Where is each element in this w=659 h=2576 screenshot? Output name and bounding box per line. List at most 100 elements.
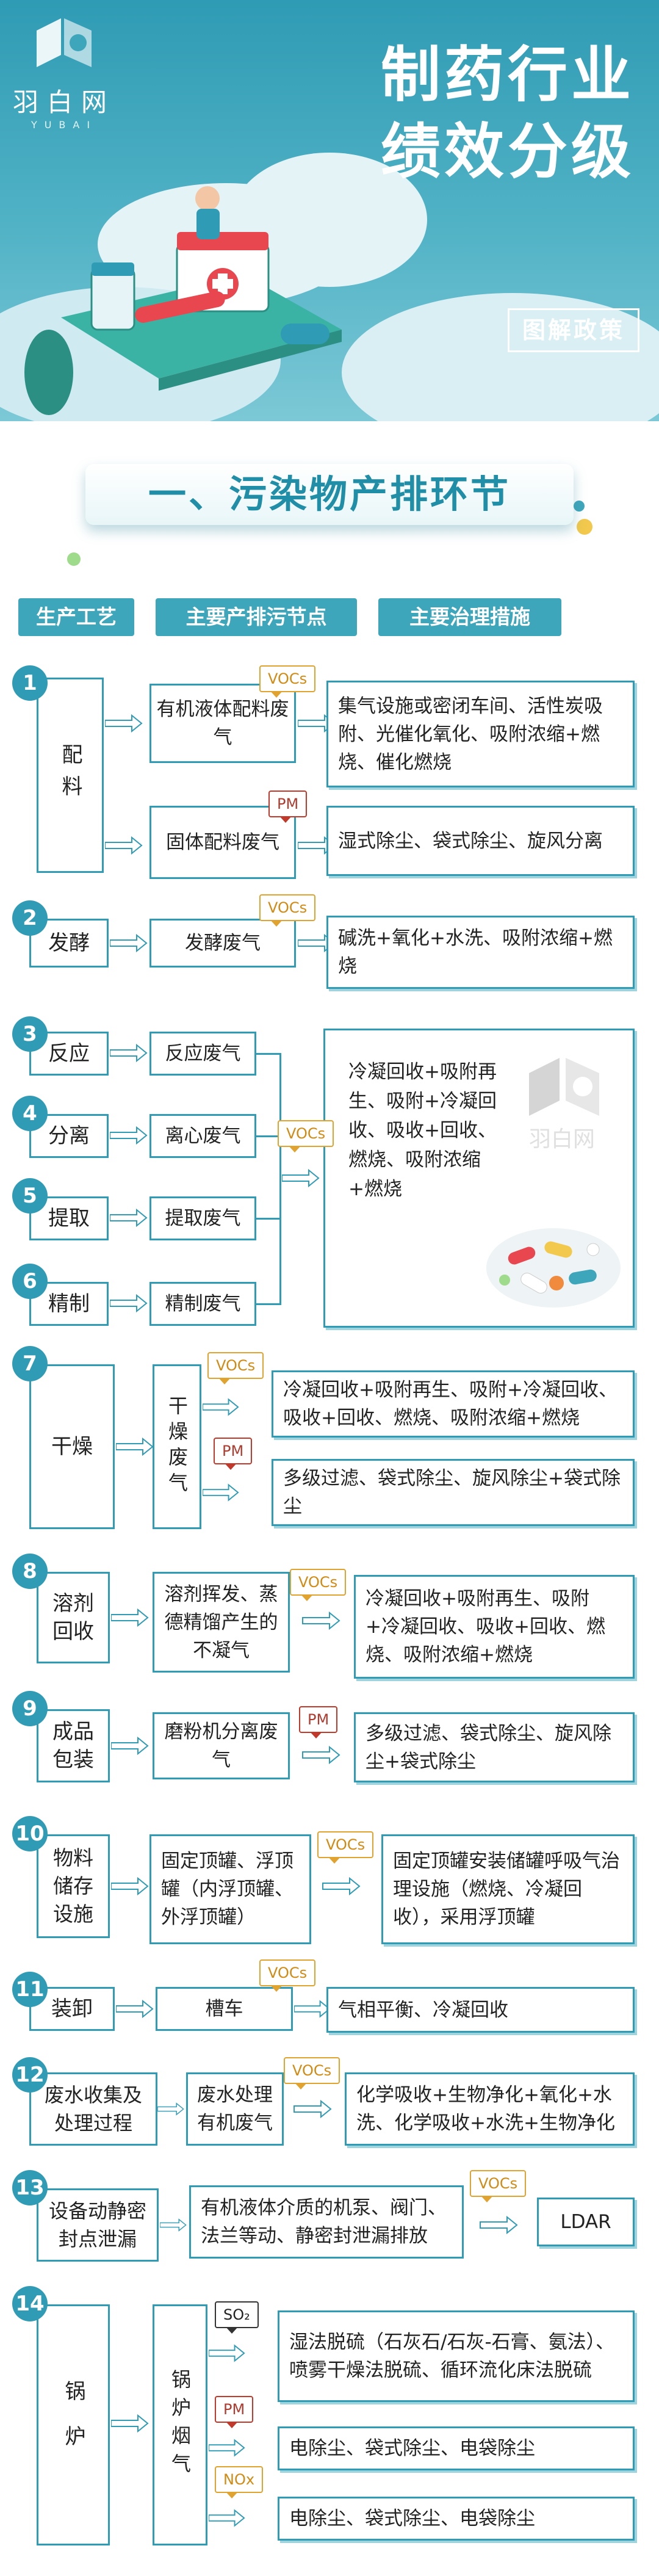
decor-dot — [577, 519, 592, 535]
row-number: 5 — [12, 1178, 48, 1214]
brand-logo: 羽白网 YUBAI — [12, 18, 116, 131]
row-number: 8 — [12, 1554, 48, 1589]
nox-tag: NOx — [215, 2466, 264, 2498]
node-seal-leak: 有机液体介质的机泵、阀门、法兰等动、静密封泄漏排放 — [189, 2185, 464, 2259]
measure-drying-vocs: 冷凝回收+吸附再生、吸附+冷凝回收、吸收+回收、燃烧、吸附浓缩+燃烧 — [272, 1370, 635, 1438]
arrow-right-icon — [302, 1746, 340, 1764]
arrow-right-icon — [105, 714, 143, 733]
row-number: 4 — [12, 1096, 48, 1131]
connector-line — [256, 1303, 281, 1305]
arrow-right-icon — [111, 1877, 149, 1895]
vocs-tag: VOCs — [259, 894, 316, 927]
arrow-right-icon — [110, 934, 148, 952]
measure-fermentation: 碱洗+氧化+水洗、吸附浓缩+燃烧 — [326, 916, 635, 989]
vocs-tag: VOCs — [259, 665, 316, 698]
node-wastewater: 废水处理有机废气 — [186, 2072, 284, 2146]
node-storage: 固定顶罐、浮顶罐（内浮顶罐、外浮顶罐） — [149, 1834, 311, 1944]
arrow-right-icon — [203, 1483, 239, 1502]
process-storage: 物料储存设施 — [37, 1834, 110, 1938]
vocs-tag: VOCs — [290, 1569, 347, 1601]
arrow-right-icon — [293, 2100, 332, 2118]
node-solvent-recovery: 溶剂挥发、蒸德精馏产生的不凝气 — [153, 1572, 290, 1673]
measure-solid-batching: 湿式除尘、袋式除尘、旋风分离 — [326, 806, 635, 876]
row-number: 11 — [12, 1972, 48, 2007]
arrow-right-icon — [157, 2102, 184, 2116]
process-drying: 干燥 — [29, 1364, 115, 1529]
measure-ldar: LDAR — [537, 2198, 635, 2246]
column-measure: 主要治理措施 — [378, 598, 561, 636]
pm-tag: PM — [299, 1706, 338, 1738]
brand-sub: YUBAI — [31, 119, 98, 131]
arrow-right-icon — [209, 2509, 245, 2527]
row-number: 1 — [12, 665, 48, 701]
measure-solvent-recovery: 冷凝回收+吸附再生、吸附+冷凝回收、吸收+回收、燃烧、吸附浓缩+燃烧 — [354, 1575, 635, 1679]
arrow-right-icon — [116, 2000, 154, 2018]
measure-boiler-so2: 湿法脱硫（石灰石/石灰-石膏、氨法）、喷雾干燥法脱硫、循环流化床法脱硫 — [278, 2310, 635, 2402]
connector-line — [256, 1053, 281, 1055]
row-number: 3 — [12, 1016, 48, 1052]
process-boiler: 锅炉 — [37, 2304, 110, 2545]
arrow-right-icon — [209, 2439, 245, 2457]
process-reaction: 反应 — [29, 1032, 109, 1076]
arrow-right-icon — [110, 1126, 148, 1145]
arrow-right-icon — [302, 1612, 340, 1630]
arrow-right-icon — [105, 836, 143, 855]
vocs-tag: VOCs — [207, 1352, 264, 1384]
svg-text:羽白网: 羽白网 — [529, 1127, 595, 1152]
process-seal-leak: 设备动静密封点泄漏 — [37, 2188, 159, 2262]
pm-tag: PM — [268, 791, 308, 823]
cloud-shape — [342, 293, 659, 421]
arrow-right-icon — [116, 1438, 154, 1456]
connector-line — [256, 1135, 281, 1137]
row-number: 2 — [12, 900, 48, 936]
connector-line — [279, 1053, 281, 1305]
process-batching: 配料 — [37, 678, 104, 873]
arrow-right-icon — [111, 2414, 149, 2433]
measure-storage: 固定顶罐安装储罐呼吸气治理设施（燃烧、冷凝回收），采用浮顶罐 — [381, 1834, 635, 1944]
arrow-right-icon — [111, 1608, 149, 1627]
row-number: 6 — [12, 1264, 48, 1299]
arrow-right-icon — [110, 1209, 148, 1227]
arrow-right-icon — [480, 2216, 518, 2234]
vocs-tag: VOCs — [470, 2170, 527, 2202]
vocs-tag: VOCs — [317, 1831, 374, 1864]
arrow-right-icon — [294, 2000, 331, 2018]
vocs-tag: VOCs — [284, 2057, 340, 2089]
page-title: 制药行业 绩效分级 — [381, 37, 635, 190]
title-line-2: 绩效分级 — [380, 117, 635, 187]
arrow-right-icon — [110, 1044, 148, 1062]
section-title: 一、污染物产排环节 — [85, 464, 574, 525]
title-line-1: 制药行业 — [380, 40, 635, 110]
decor-dot — [574, 501, 585, 512]
node-tanker: 槽车 — [156, 1987, 293, 2031]
node-boiler-flue: 锅炉烟气 — [153, 2304, 207, 2545]
node-fermentation: 发酵废气 — [149, 919, 296, 968]
node-solid-batching: 固体配料废气 — [149, 806, 296, 879]
process-solvent-recovery: 溶剂回收 — [37, 1572, 110, 1663]
pm-tag: PM — [215, 2396, 254, 2428]
measure-group-text: 冷凝回收+吸附再生、吸附+冷凝回收、吸收+回收、燃烧、吸附浓缩+燃烧 — [348, 1061, 497, 1200]
vocs-tag: VOCs — [259, 1959, 316, 1992]
column-process: 生产工艺 — [18, 598, 134, 636]
decor-dot — [67, 552, 81, 566]
pills-image-icon — [486, 1228, 621, 1308]
policy-tag: 图解政策 — [508, 308, 639, 352]
measure-drying-pm: 多级过滤、袋式除尘、旋风除尘+袋式除尘 — [272, 1459, 635, 1526]
watermark-logo-icon: 羽白网 — [529, 1058, 599, 1152]
brand-name: 羽白网 — [12, 87, 115, 117]
row-number: 14 — [12, 2286, 48, 2321]
pm-tag: PM — [214, 1438, 253, 1470]
row-number: 10 — [12, 1816, 48, 1851]
node-centrifuge: 离心废气 — [149, 1114, 256, 1158]
pharmacy-illustration — [24, 186, 342, 415]
arrow-right-icon — [203, 1398, 239, 1416]
row-number: 12 — [12, 2057, 48, 2093]
measure-organic-liquid: 集气设施或密闭车间、活性炭吸附、光催化氧化、吸附浓缩+燃烧、催化燃烧 — [326, 681, 635, 787]
node-drying: 干燥废气 — [153, 1364, 201, 1529]
measure-wastewater: 化学吸收+生物净化+氧化+水洗、化学吸收+水洗+生物净化 — [345, 2072, 635, 2146]
row-number: 9 — [12, 1691, 48, 1726]
measure-group-3-6: 冷凝回收+吸附再生、吸附+冷凝回收、吸收+回收、燃烧、吸附浓缩+燃烧 羽白网 — [323, 1029, 635, 1328]
node-packaging: 磨粉机分离废气 — [153, 1712, 290, 1779]
logo-mark-icon — [31, 18, 98, 79]
column-node: 主要产排污节点 — [156, 598, 357, 636]
